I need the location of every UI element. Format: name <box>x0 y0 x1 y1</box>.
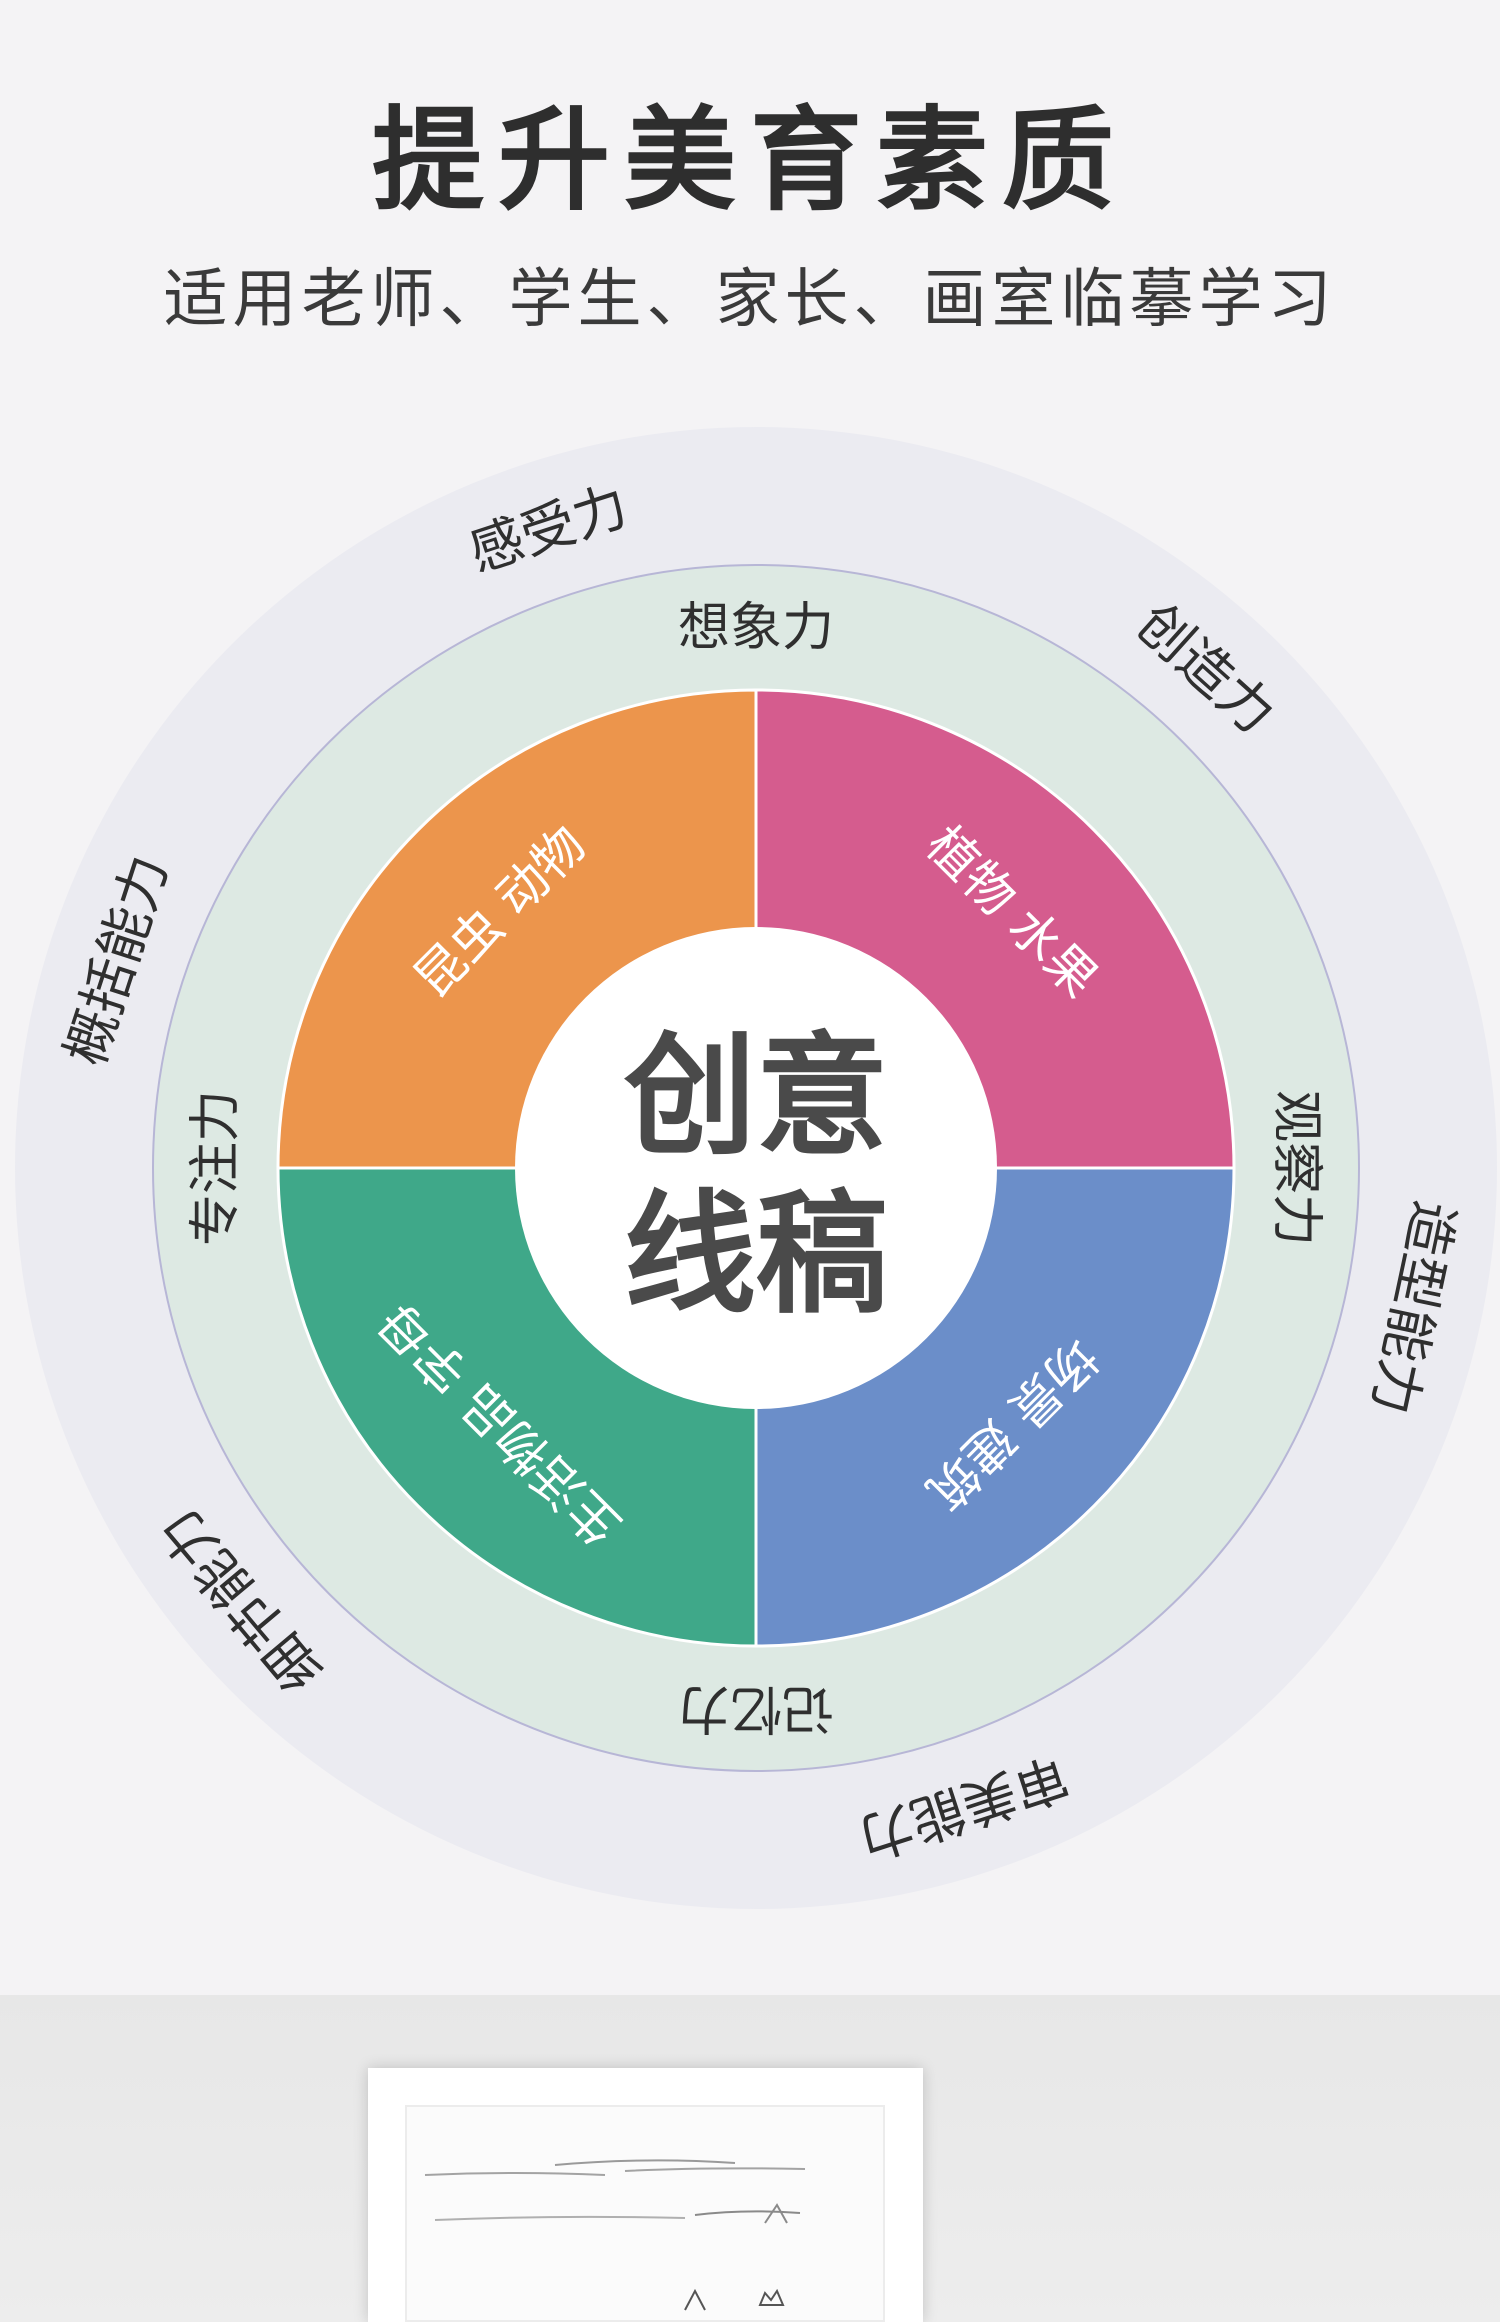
center-title-line2: 线稿 <box>624 1178 888 1332</box>
inner-ring-label: 想象力 <box>678 598 834 658</box>
inner-ring-label: 专注力 <box>186 1090 246 1246</box>
inner-ring-label: 记忆力 <box>678 1678 834 1738</box>
ability-wheel: 创意 线稿 昆虫 动物植物 水果场景 建筑生活物品 字母想象力观察力记忆力专注力… <box>53 473 1467 1871</box>
page-subtitle: 适用老师、学生、家长、画室临摹学习 <box>163 263 1337 337</box>
center-title-line1: 创意 <box>624 1020 888 1174</box>
inner-ring-label: 观察力 <box>1266 1090 1326 1246</box>
center-disc <box>515 927 997 1409</box>
line-sketch <box>424 2159 806 2311</box>
page-title: 提升美育素质 <box>372 96 1128 226</box>
picture-mat <box>405 2105 885 2322</box>
